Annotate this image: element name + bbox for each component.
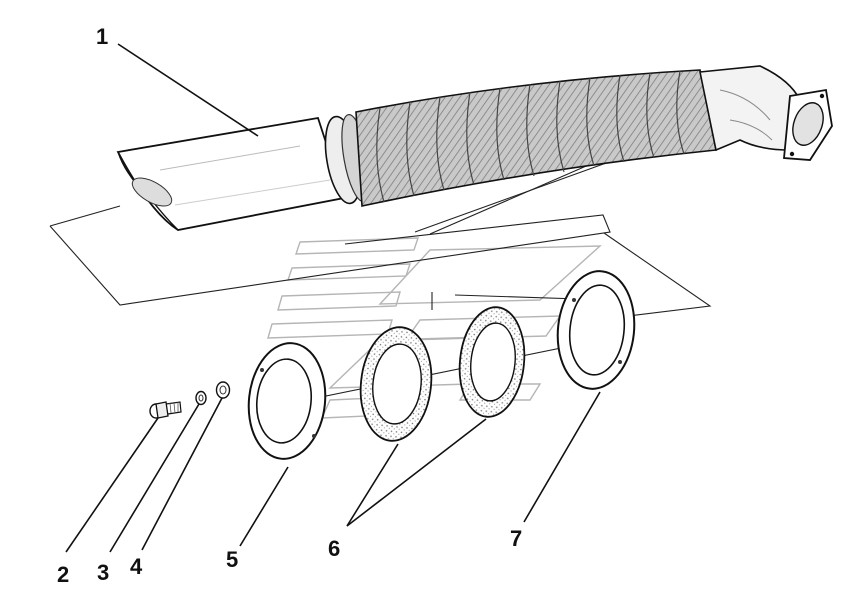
callout-1: 1 <box>96 24 108 49</box>
leader-6b <box>346 418 487 527</box>
leader-6a <box>346 443 399 527</box>
flange-plate <box>247 342 327 460</box>
callout-labels: 1 2 3 4 5 6 7 <box>57 24 522 587</box>
callout-7: 7 <box>510 526 522 551</box>
callout-5: 5 <box>226 547 238 572</box>
flange-ring <box>556 270 636 390</box>
spring-washer <box>195 390 207 406</box>
flat-washer <box>215 381 231 399</box>
callout-2: 2 <box>57 562 69 587</box>
callout-3: 3 <box>97 560 109 585</box>
exhaust-pipe <box>116 65 833 231</box>
bolt <box>149 401 182 419</box>
leader-4 <box>141 397 223 551</box>
gasket-left <box>359 326 433 442</box>
leader-1 <box>117 43 259 137</box>
callout-4: 4 <box>130 554 143 579</box>
gasket-right <box>458 306 526 418</box>
leader-5 <box>239 466 289 547</box>
callout-6: 6 <box>328 536 340 561</box>
leader-7 <box>523 391 601 523</box>
leader-3 <box>109 403 200 553</box>
leader-lines <box>65 43 601 553</box>
leader-2 <box>65 417 159 553</box>
outlet-flange <box>783 88 833 161</box>
